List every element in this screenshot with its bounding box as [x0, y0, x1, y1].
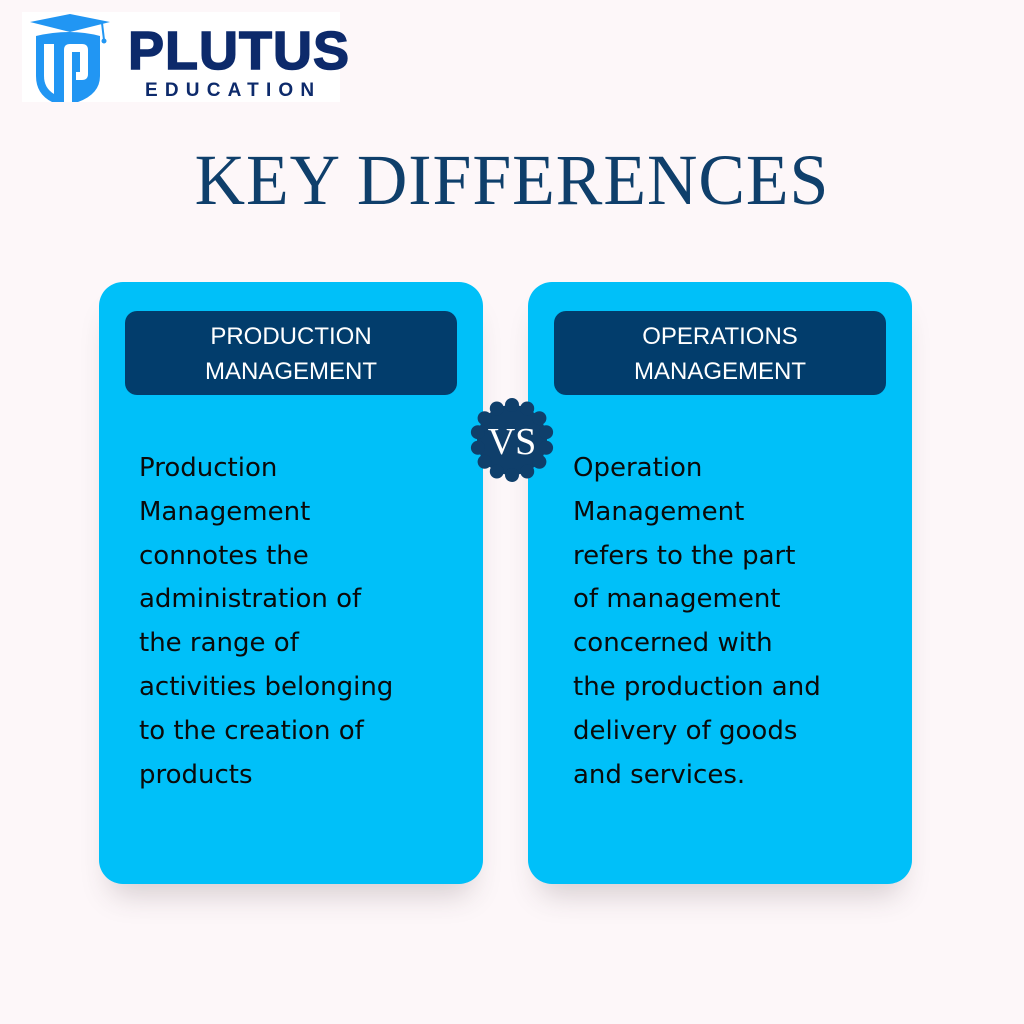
card-description: Production Management connotes the admin…: [139, 453, 394, 790]
operations-management-card: OPERATIONS MANAGEMENT Operation Manageme…: [528, 282, 912, 884]
graduation-shield-icon: [30, 14, 110, 102]
card-heading: PRODUCTION MANAGEMENT: [204, 323, 377, 385]
card-heading-box: PRODUCTION MANAGEMENT: [125, 311, 457, 395]
brand-logo: PLUTUS EDUCATION: [22, 12, 350, 102]
logo-wordmark: PLUTUS: [127, 21, 350, 81]
card-heading: OPERATIONS MANAGEMENT: [633, 323, 806, 385]
page-title: KEY DIFFERENCES: [194, 140, 830, 220]
card-description: Operation Management refers to the part …: [573, 453, 821, 790]
vs-label: VS: [487, 421, 537, 463]
scalloped-badge-icon: [470, 398, 554, 482]
card-heading-box: OPERATIONS MANAGEMENT: [554, 311, 886, 395]
logo-subtitle: EDUCATION: [145, 80, 322, 101]
production-management-card: PRODUCTION MANAGEMENT Production Managem…: [99, 282, 483, 884]
vs-badge: VS: [470, 398, 554, 482]
